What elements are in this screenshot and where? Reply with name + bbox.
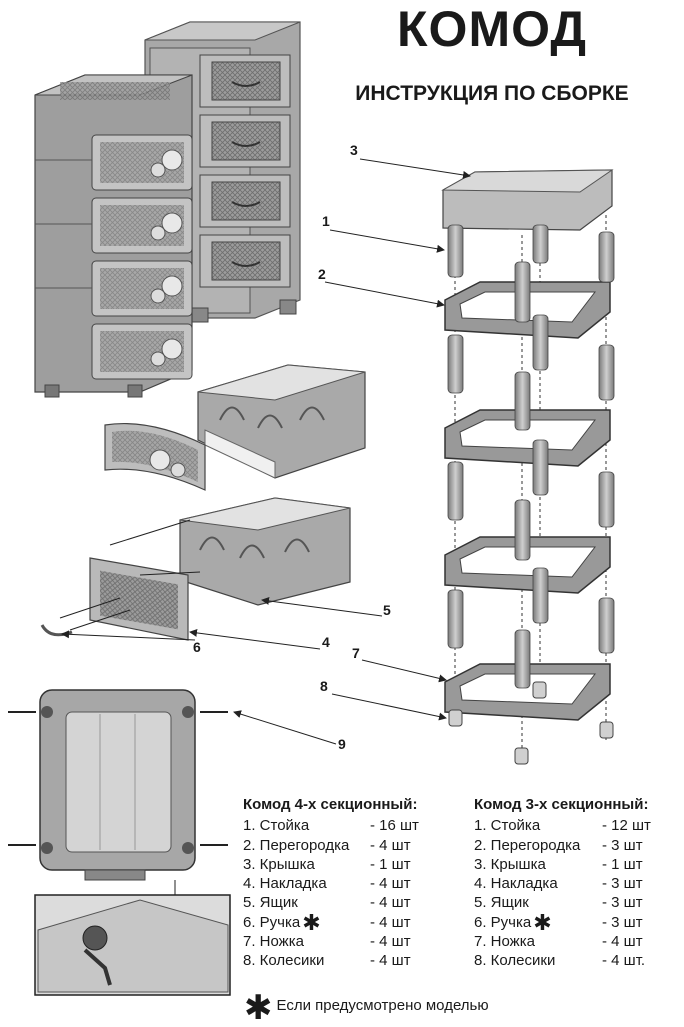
frame-tower-exploded: [441, 169, 615, 765]
callout-6: 6: [193, 639, 201, 655]
parts-list-4-heading: Комод 4-х секционный:: [243, 796, 418, 813]
part-qty: - 1 шт: [602, 855, 643, 873]
part-qty: - 3 шт: [602, 894, 643, 912]
part-qty: - 1 шт: [370, 855, 411, 873]
part-name-with-asterisk: 6. Ручка✱: [243, 909, 370, 935]
part-name-with-asterisk: 6. Ручка✱: [474, 909, 602, 935]
callout-5: 5: [383, 602, 391, 618]
list-item: 1. Стойка - 12 шт: [474, 816, 651, 835]
part-qty: - 4 шт: [370, 875, 411, 893]
list-item: 3. Крышка - 1 шт: [474, 855, 651, 874]
drawer-mesh-exploded: [40, 497, 351, 641]
part-qty: - 16 шт: [370, 817, 419, 835]
part-qty: - 3 шт: [602, 913, 643, 931]
part-qty: - 4 шт.: [602, 952, 646, 970]
callout-1: 1: [322, 213, 330, 229]
part-qty: - 4 шт: [602, 933, 643, 951]
list-item: 6. Ручка✱- 3 шт: [474, 909, 651, 935]
callout-7: 7: [352, 645, 360, 661]
part-qty: - 3 шт: [602, 836, 643, 854]
callout-8: 8: [320, 678, 328, 694]
callout-3: 3: [350, 142, 358, 158]
callout-2: 2: [318, 266, 326, 282]
part-name: 8. Колесики: [474, 952, 556, 970]
list-item: 5. Ящик - 4 шт: [243, 893, 419, 912]
chest-flower-illustration: [34, 74, 193, 398]
part-name: 2. Перегородка: [243, 836, 350, 854]
part-qty: - 4 шт: [370, 933, 411, 951]
footnote: ✱Если предусмотрено моделью: [244, 991, 489, 1025]
asterisk-icon: ✱: [244, 989, 273, 1027]
part-name: 1. Стойка: [474, 817, 541, 835]
part-name: 7. Ножка: [243, 933, 304, 951]
list-item: 3. Крышка - 1 шт: [243, 855, 419, 874]
parts-list-4-section: Комод 4-х секционный: 1. Стойка - 16 шт 2…: [243, 795, 419, 971]
part-name: 5. Ящик: [474, 894, 529, 912]
part-name: 8. Колесики: [243, 952, 325, 970]
asterisk-icon: ✱: [533, 909, 552, 935]
part-name: 4. Накладка: [474, 875, 558, 893]
drawer-flower-exploded: [104, 364, 366, 491]
page-subtitle: ИНСТРУКЦИЯ ПО СБОРКЕ: [355, 82, 629, 105]
list-item: 5. Ящик - 3 шт: [474, 893, 651, 912]
part-name: 2. Перегородка: [474, 836, 581, 854]
part-name: 5. Ящик: [243, 894, 298, 912]
leader-lines: [61, 158, 471, 745]
list-item: 7. Ножка - 4 шт: [474, 932, 651, 951]
list-item: 7. Ножка - 4 шт: [243, 932, 419, 951]
part-qty: - 4 шт: [370, 894, 411, 912]
part-name: 6. Ручка: [474, 913, 532, 931]
part-name: 3. Крышка: [243, 855, 315, 873]
list-item: 2. Перегородка - 3 шт: [474, 836, 651, 855]
list-item: 2. Перегородка - 4 шт: [243, 836, 419, 855]
list-item: 8. Колесики - 4 шт.: [474, 951, 651, 970]
part-name: 6. Ручка: [243, 913, 301, 931]
part-qty: - 12 шт: [602, 817, 651, 835]
list-item: 8. Колесики - 4 шт: [243, 951, 419, 970]
page-title: КОМОД: [397, 1, 587, 57]
list-item: 4. Накладка - 3 шт: [474, 874, 651, 893]
part-qty: - 3 шт: [602, 875, 643, 893]
part-name: 1. Стойка: [243, 817, 310, 835]
part-name: 7. Ножка: [474, 933, 535, 951]
callout-4: 4: [322, 634, 330, 650]
list-item: 6. Ручка✱- 4 шт: [243, 909, 419, 935]
parts-list-3-heading: Комод 3-х секционный:: [474, 796, 649, 813]
list-item: 1. Стойка - 16 шт: [243, 816, 419, 835]
list-item: 4. Накладка - 4 шт: [243, 874, 419, 893]
asterisk-icon: ✱: [302, 909, 321, 935]
part-qty: - 4 шт: [370, 952, 411, 970]
parts-list-3-section: Комод 3-х секционный: 1. Стойка - 12 шт 2…: [474, 795, 651, 971]
part-qty: - 4 шт: [370, 836, 411, 854]
part-name: 3. Крышка: [474, 855, 546, 873]
part-qty: - 4 шт: [370, 913, 411, 931]
part-name: 4. Накладка: [243, 875, 327, 893]
footnote-text: Если предусмотрено моделью: [276, 997, 489, 1014]
callout-9: 9: [338, 736, 346, 752]
bottom-view-illustration: [8, 689, 231, 996]
